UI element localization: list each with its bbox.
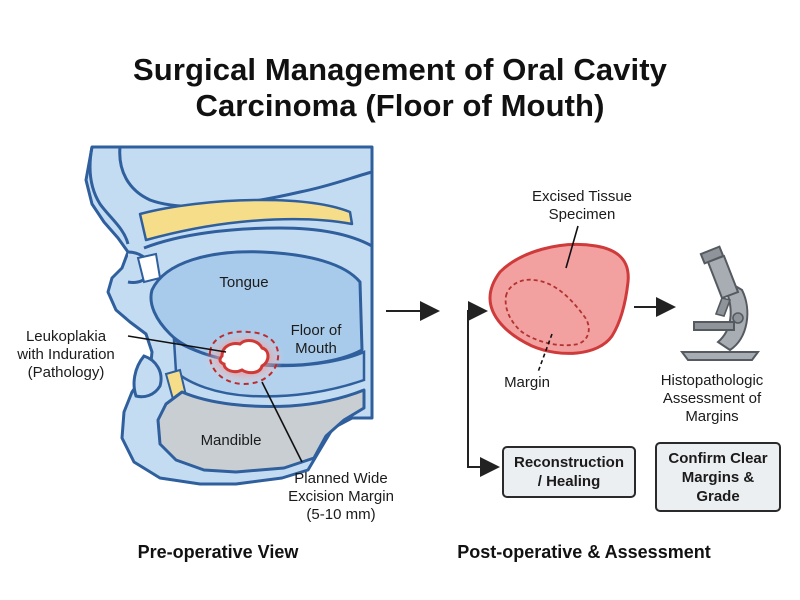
nose-contour bbox=[88, 146, 130, 245]
excised-specimen-label: Excised Tissue Specimen bbox=[531, 188, 633, 223]
histopathologic-label: Histopathologic Assessment of Margins bbox=[660, 372, 764, 425]
mandible-label: Mandible bbox=[200, 432, 262, 449]
microscope-base bbox=[680, 351, 760, 361]
specimen-shape bbox=[488, 242, 630, 355]
excised-specimen bbox=[488, 225, 630, 373]
lower-lip bbox=[132, 354, 163, 399]
leukoplakia-leader-line bbox=[127, 335, 227, 353]
page-title: Surgical Management of Oral Cavity Carci… bbox=[0, 52, 800, 124]
microscope-tube bbox=[706, 254, 740, 300]
microscope-objective bbox=[714, 297, 732, 317]
floor-of-mouth-label: Floor of Mouth bbox=[290, 322, 342, 357]
confirm-margins-box: Confirm Clear Margins & Grade bbox=[655, 442, 781, 512]
flow-connectors bbox=[386, 297, 676, 477]
specimen-margin-label: Margin bbox=[504, 374, 550, 391]
specimen-inner-margin bbox=[504, 278, 590, 347]
title-line-2: Carcinoma (Floor of Mouth) bbox=[195, 88, 605, 123]
specimen-leader-line bbox=[565, 225, 579, 269]
leukoplakia-lesion bbox=[218, 339, 270, 375]
title-line-1: Surgical Management of Oral Cavity bbox=[133, 52, 667, 87]
tongue-label: Tongue bbox=[219, 274, 269, 291]
hard-palate bbox=[138, 198, 354, 242]
leukoplakia-label: Leukoplakia with Induration (Pathology) bbox=[17, 328, 115, 381]
pre-operative-caption: Pre-operative View bbox=[137, 542, 299, 562]
planned-excision-margin bbox=[208, 330, 280, 386]
microscope-knob bbox=[732, 312, 744, 324]
microscope-icon bbox=[680, 245, 760, 361]
mandible-bone bbox=[156, 388, 366, 474]
arrow-to-specimen bbox=[467, 301, 488, 468]
reconstruction-box: Reconstruction / Healing bbox=[502, 446, 636, 498]
post-operative-caption: Post-operative & Assessment bbox=[457, 542, 711, 562]
anatomy-illustration bbox=[84, 145, 374, 486]
planned-margin-label: Planned Wide Excision Margin (5-10 mm) bbox=[288, 470, 394, 523]
palate-roof-line bbox=[143, 226, 373, 250]
microscope-stage bbox=[693, 321, 735, 331]
microscope-eyepiece bbox=[699, 245, 725, 265]
margin-leader-line bbox=[261, 381, 303, 463]
